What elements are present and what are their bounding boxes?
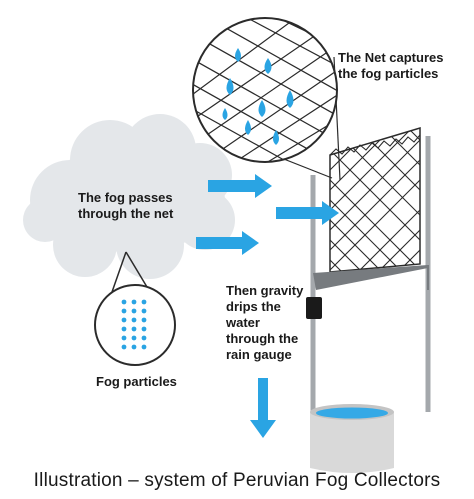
- gravity-line-1: Then gravity: [226, 283, 304, 298]
- gravity-line-3: water: [226, 315, 260, 330]
- fog-particle-dot: [121, 326, 127, 332]
- droplet-icons: [222, 48, 294, 145]
- net-captures-line-1: The Net captures: [338, 50, 444, 65]
- fog-particle-dot: [131, 326, 137, 332]
- fog-passes-line-2: through the net: [78, 206, 174, 221]
- fog-particle-dot: [121, 308, 127, 314]
- fog-passes-line-1: The fog passes: [78, 190, 173, 205]
- fog-particle-dot: [141, 299, 147, 305]
- gravity-line-5: rain gauge: [226, 347, 292, 362]
- gravity-label: Then gravity drips the water through the…: [226, 283, 303, 363]
- fog-particle-dot: [121, 335, 127, 341]
- fog-particle-dot: [141, 335, 147, 341]
- mesh-net-lines: [330, 128, 420, 272]
- arrow-down-icon: [250, 378, 276, 438]
- fog-particle-dot: [141, 344, 147, 350]
- figure-caption: Illustration – system of Peruvian Fog Co…: [33, 470, 441, 491]
- fog-particle-dot: [131, 335, 137, 341]
- mesh-net: [329, 126, 421, 273]
- arrow-right-icons: [196, 174, 339, 255]
- zoom-mesh-lines: [193, 18, 337, 162]
- fog-particle-dot: [121, 344, 127, 350]
- fog-passes-label: The fog passes through the net: [78, 190, 173, 222]
- fog-particles-circle: [94, 284, 176, 366]
- fog-particle-dot: [131, 344, 137, 350]
- gravity-line-4: through the: [226, 331, 299, 346]
- valve-icon: [306, 297, 322, 319]
- fog-cloud: [23, 114, 235, 279]
- fog-particles-label: Fog particles: [96, 374, 177, 389]
- rain-gauge-bucket: [310, 404, 394, 473]
- collection-funnel: [313, 265, 428, 290]
- fog-particle-dot: [141, 317, 147, 323]
- fog-particle-dots: [121, 299, 147, 350]
- net-top-edge: [329, 134, 421, 156]
- fog-particle-dot: [121, 299, 127, 305]
- net-captures-label: The Net captures the fog particles: [338, 50, 443, 82]
- fog-particle-dot: [141, 308, 147, 314]
- fog-particle-dot: [131, 317, 137, 323]
- net-zoom-circle: [192, 17, 338, 163]
- fog-particle-dot: [131, 299, 137, 305]
- net-captures-line-2: the fog particles: [338, 66, 439, 81]
- fog-particle-dot: [131, 308, 137, 314]
- fog-particle-dot: [141, 326, 147, 332]
- gravity-line-2: drips the: [226, 299, 281, 314]
- fog-particle-dot: [121, 317, 127, 323]
